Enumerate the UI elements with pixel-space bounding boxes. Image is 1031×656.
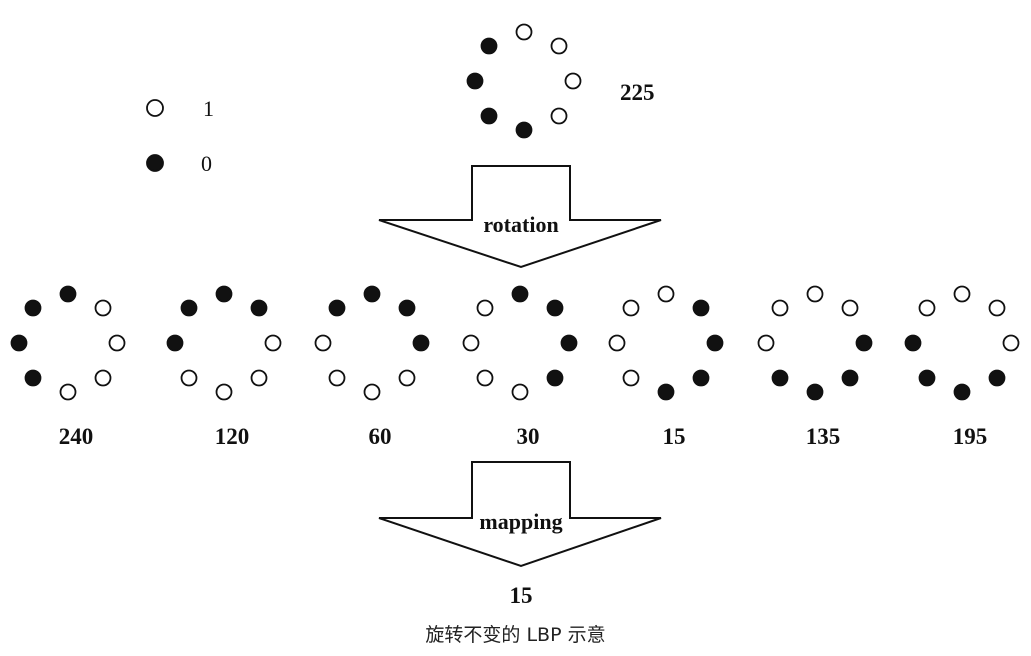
legend-label-zero: 0 (201, 151, 212, 176)
pattern-135: 135 (757, 285, 873, 449)
pattern-15-bit-7-white (622, 299, 640, 317)
pattern-30-bit-3-black (546, 369, 564, 387)
mapping-label: mapping (479, 509, 562, 534)
pattern-15: 15 (608, 285, 724, 449)
pattern-15-bit-0-white (657, 285, 675, 303)
pattern-240: 240 (10, 285, 126, 449)
pattern-value-label: 30 (517, 424, 540, 449)
pattern-120-bit-2-white (264, 334, 282, 352)
pattern-195-bit-0-white (953, 285, 971, 303)
legend-label-one: 1 (203, 96, 214, 121)
top-pattern-bit-4-black (515, 121, 533, 139)
pattern-240-bit-4-white (59, 383, 77, 401)
pattern-120-bit-3-white (250, 369, 268, 387)
pattern-30-bit-5-white (476, 369, 494, 387)
pattern-120: 120 (166, 285, 282, 449)
pattern-60-bit-0-black (363, 285, 381, 303)
pattern-15-bit-4-black (657, 383, 675, 401)
top-pattern-bit-6-black (466, 72, 484, 90)
pattern-value-label: 240 (59, 424, 94, 449)
pattern-value-label: 135 (806, 424, 841, 449)
pattern-195: 195 (904, 285, 1020, 449)
pattern-30-bit-4-white (511, 383, 529, 401)
pattern-60-bit-5-white (328, 369, 346, 387)
pattern-240-bit-3-white (94, 369, 112, 387)
legend: 1 0 (146, 96, 214, 176)
pattern-value-label: 15 (663, 424, 686, 449)
pattern-195-bit-3-black (988, 369, 1006, 387)
top-pattern-bit-0-white (515, 23, 533, 41)
top-pattern-value: 225 (620, 80, 655, 105)
pattern-195-bit-6-black (904, 334, 922, 352)
pattern-135-bit-2-black (855, 334, 873, 352)
pattern-30: 30 (462, 285, 578, 449)
pattern-120-bit-0-black (215, 285, 233, 303)
pattern-30-bit-1-black (546, 299, 564, 317)
pattern-120-bit-5-white (180, 369, 198, 387)
pattern-60-bit-7-black (328, 299, 346, 317)
pattern-15-bit-6-white (608, 334, 626, 352)
pattern-195-bit-7-white (918, 299, 936, 317)
top-pattern-bit-7-black (480, 37, 498, 55)
pattern-60-bit-3-white (398, 369, 416, 387)
pattern-240-bit-7-black (24, 299, 42, 317)
top-pattern-ring (466, 23, 582, 139)
pattern-135-bit-5-black (771, 369, 789, 387)
pattern-120-bit-1-black (250, 299, 268, 317)
pattern-30-bit-0-black (511, 285, 529, 303)
pattern-135-bit-1-white (841, 299, 859, 317)
pattern-240-bit-6-black (10, 334, 28, 352)
pattern-240-bit-1-white (94, 299, 112, 317)
pattern-195-bit-2-white (1002, 334, 1020, 352)
pattern-60: 60 (314, 285, 430, 449)
pattern-15-bit-2-black (706, 334, 724, 352)
top-pattern-bit-1-white (550, 37, 568, 55)
pattern-60-bit-1-black (398, 299, 416, 317)
rotation-arrow: rotation (378, 165, 662, 269)
pattern-120-bit-6-black (166, 334, 184, 352)
top-pattern-bit-5-black (480, 107, 498, 125)
pattern-value-label: 195 (953, 424, 988, 449)
pattern-60-bit-6-white (314, 334, 332, 352)
pattern-15-bit-5-white (622, 369, 640, 387)
pattern-135-bit-7-white (771, 299, 789, 317)
pattern-135-bit-4-black (806, 383, 824, 401)
pattern-120-bit-4-white (215, 383, 233, 401)
pattern-135-bit-0-white (806, 285, 824, 303)
figure-caption: 旋转不变的 LBP 示意 (425, 624, 606, 646)
pattern-30-bit-7-white (476, 299, 494, 317)
result-value: 15 (510, 583, 533, 608)
top-pattern-bit-3-white (550, 107, 568, 125)
pattern-value-label: 120 (215, 424, 250, 449)
pattern-value-label: 60 (369, 424, 392, 449)
pattern-30-bit-6-white (462, 334, 480, 352)
top-pattern-bit-2-white (564, 72, 582, 90)
rotated-patterns: 240 120 60 30 15 135 195 (10, 285, 1020, 449)
pattern-60-bit-2-black (412, 334, 430, 352)
legend-white-circle (146, 99, 164, 117)
pattern-240-bit-5-black (24, 369, 42, 387)
pattern-195-bit-1-white (988, 299, 1006, 317)
pattern-15-bit-3-black (692, 369, 710, 387)
pattern-240-bit-2-white (108, 334, 126, 352)
pattern-195-bit-5-black (918, 369, 936, 387)
pattern-195-bit-4-black (953, 383, 971, 401)
pattern-60-bit-4-white (363, 383, 381, 401)
pattern-240-bit-0-black (59, 285, 77, 303)
pattern-135-bit-6-white (757, 334, 775, 352)
pattern-15-bit-1-black (692, 299, 710, 317)
mapping-arrow: mapping (378, 461, 662, 568)
pattern-135-bit-3-black (841, 369, 859, 387)
pattern-30-bit-2-black (560, 334, 578, 352)
pattern-120-bit-7-black (180, 299, 198, 317)
lbp-diagram: 1 0 225 rotation 240 120 60 30 15 135 195 mapp… (10, 23, 1020, 608)
rotation-label: rotation (483, 212, 558, 237)
legend-black-circle (146, 154, 164, 172)
